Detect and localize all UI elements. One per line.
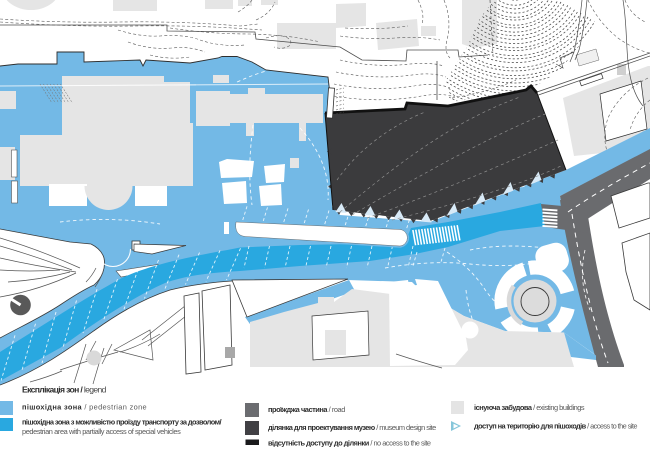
- svg-text:проїжджа частина / road: проїжджа частина / road: [268, 405, 345, 414]
- svg-text:Експлікація зон / legend: Експлікація зон / legend: [22, 385, 107, 395]
- svg-text:пішохідна зона з можливістю пр: пішохідна зона з можливістю проїзду тран…: [22, 418, 221, 427]
- svg-text:ділянка для проектування музею: ділянка для проектування музею / museum …: [268, 423, 436, 432]
- svg-text:доступ на територію для пішохо: доступ на територію для пішоходів / acce…: [474, 422, 637, 431]
- svg-text:пішохідна зона / pedestrian zo: пішохідна зона / pedestrian zone: [22, 403, 147, 412]
- svg-text:відсутність доступу до ділянки: відсутність доступу до ділянки / no acce…: [268, 439, 431, 448]
- svg-text:pedestrian area with partially: pedestrian area with partially access of…: [22, 427, 181, 436]
- svg-text:існуюча забудова / existing bu: існуюча забудова / existing buildings: [474, 403, 585, 412]
